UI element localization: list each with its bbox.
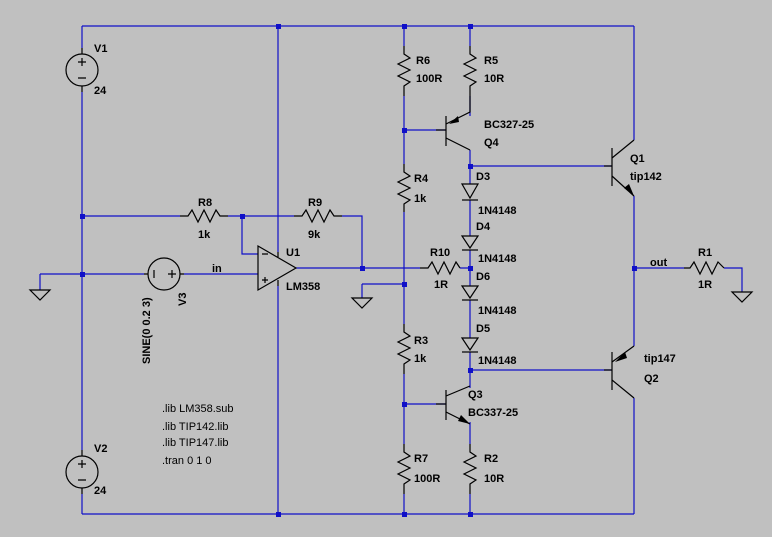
diode-d5[interactable] <box>460 337 480 353</box>
label-u1-name: U1 <box>286 247 300 259</box>
label-u1-value: LM358 <box>286 281 320 293</box>
label-v2-value: 24 <box>94 485 107 497</box>
resistor-r2[interactable] <box>462 444 478 494</box>
resistor-r10[interactable] <box>420 260 461 276</box>
spice-directive: .tran 0 1 0 <box>162 455 212 467</box>
opamp-u1[interactable] <box>257 244 298 292</box>
resistor-r8[interactable] <box>180 208 228 224</box>
label-v1-name: V1 <box>94 43 107 55</box>
label-r7-value: 100R <box>414 473 440 485</box>
label-v3-value: SINE(0 0.2 3) <box>141 297 153 364</box>
label-d3-value: 1N4148 <box>478 205 517 217</box>
resistor-r4[interactable] <box>396 164 412 212</box>
label-r5-name: R5 <box>484 55 498 67</box>
diode-d6[interactable] <box>460 285 480 301</box>
label-r6-value: 100R <box>416 73 442 85</box>
label-in-net: in <box>212 263 222 275</box>
spice-directive: .lib TIP142.lib <box>162 421 228 433</box>
transistor-q1[interactable] <box>604 139 635 197</box>
label-d5-name: D5 <box>476 323 490 335</box>
voltage-source-v2[interactable] <box>65 450 99 494</box>
diode-d4[interactable] <box>460 235 480 251</box>
label-v3-name: V3 <box>177 293 189 306</box>
transistor-q2[interactable] <box>604 345 635 399</box>
ground-symbol <box>730 291 754 303</box>
label-r1-name: R1 <box>698 247 712 259</box>
label-r1-value: 1R <box>698 279 712 291</box>
spice-directive: .lib LM358.sub <box>162 403 234 415</box>
label-r5-value: 10R <box>484 73 504 85</box>
label-q2-value: tip147 <box>644 353 676 365</box>
label-d3-name: D3 <box>476 171 490 183</box>
transistor-q3[interactable] <box>436 385 471 425</box>
label-r8-value: 1k <box>198 229 211 241</box>
label-q3-name: Q3 <box>468 389 483 401</box>
label-r4-value: 1k <box>414 193 427 205</box>
label-d6-value: 1N4148 <box>478 305 517 317</box>
voltage-source-v1[interactable] <box>65 48 99 92</box>
resistor-r3[interactable] <box>396 324 412 374</box>
label-q1-value: tip142 <box>630 171 662 183</box>
spice-directive: .lib TIP147.lib <box>162 437 228 449</box>
label-r2-value: 10R <box>484 473 504 485</box>
label-q3-value: BC337-25 <box>468 407 518 419</box>
label-v1-value: 24 <box>94 85 107 97</box>
label-v2-name: V2 <box>94 443 107 455</box>
junction-dots <box>80 24 637 517</box>
ground-symbol <box>28 289 52 301</box>
label-d4-value: 1N4148 <box>478 253 517 265</box>
label-r9-name: R9 <box>308 197 322 209</box>
resistor-r6[interactable] <box>396 46 412 96</box>
label-r6-name: R6 <box>416 55 430 67</box>
label-r3-value: 1k <box>414 353 427 365</box>
transistor-q4[interactable] <box>436 96 471 151</box>
label-q2-name: Q2 <box>644 373 659 385</box>
label-r9-value: 9k <box>308 229 321 241</box>
diode-d3[interactable] <box>460 183 480 201</box>
label-r10-name: R10 <box>430 247 450 259</box>
label-r10-value: 1R <box>434 279 448 291</box>
label-r8-name: R8 <box>198 197 212 209</box>
label-r4-name: R4 <box>414 173 429 185</box>
label-d5-value: 1N4148 <box>478 355 517 367</box>
resistor-r7[interactable] <box>396 444 412 494</box>
label-q4-name: Q4 <box>484 137 500 149</box>
voltage-source-v3[interactable] <box>144 257 184 291</box>
label-d4-name: D4 <box>476 221 491 233</box>
label-r2-name: R2 <box>484 453 498 465</box>
label-out-net: out <box>650 257 667 269</box>
label-d6-name: D6 <box>476 271 490 283</box>
resistor-r1[interactable] <box>684 260 725 276</box>
label-q4-value: BC327-25 <box>484 119 534 131</box>
ground-symbol <box>350 297 374 309</box>
label-r7-name: R7 <box>414 453 428 465</box>
resistor-r9[interactable] <box>294 208 342 224</box>
label-r3-name: R3 <box>414 335 428 347</box>
resistor-r5[interactable] <box>462 46 478 96</box>
label-q1-name: Q1 <box>630 153 645 165</box>
